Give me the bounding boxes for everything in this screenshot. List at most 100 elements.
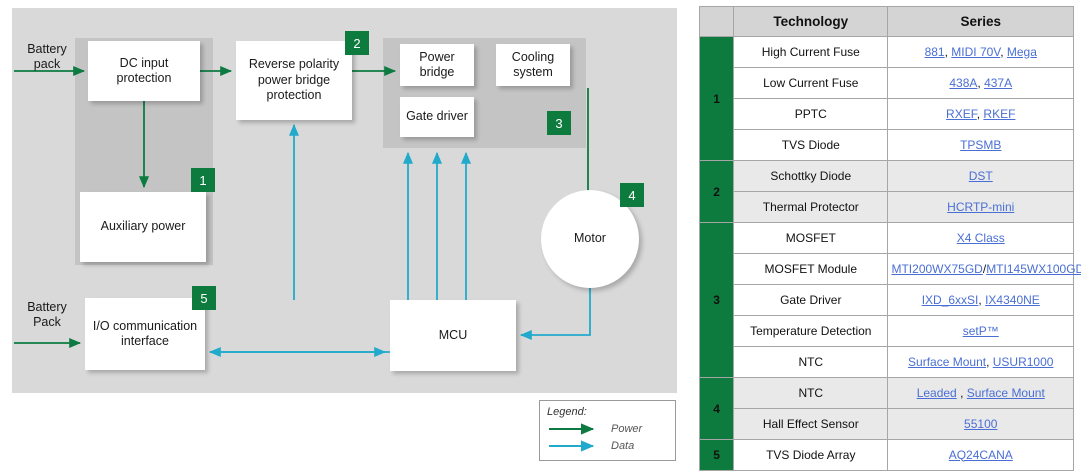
- series-cell: MTI200WX75GD/MTI145WX100GD: [887, 253, 1081, 285]
- series-link[interactable]: X4 Class: [956, 230, 1005, 245]
- technology-cell: Gate Driver: [733, 284, 889, 316]
- label-battery-pack-bottom: Battery Pack: [27, 300, 67, 329]
- technology-cell: TVS Diode Array: [733, 439, 889, 471]
- technology-cell: TVS Diode: [733, 129, 889, 161]
- series-link[interactable]: Mega: [1006, 44, 1037, 59]
- series-link[interactable]: 438A: [949, 75, 978, 90]
- series-cell: TPSMB: [887, 129, 1074, 161]
- series-cell: IXD_6xxSI, IX4340NE: [887, 284, 1074, 316]
- badge-1[interactable]: 1: [191, 168, 215, 192]
- data-arrow-icon: [549, 439, 595, 452]
- series-cell: setP™: [887, 315, 1074, 347]
- table-row: TVS Diode TPSMB: [700, 129, 1074, 161]
- node-cooling-system[interactable]: Cooling system: [496, 44, 570, 86]
- series-link[interactable]: Leaded: [916, 385, 957, 400]
- header-number: [698, 6, 735, 37]
- series-separator: ,: [977, 75, 985, 90]
- series-separator: /: [982, 261, 987, 276]
- series-link[interactable]: DST: [968, 168, 993, 183]
- table-row: Thermal Protector HCRTP-mini: [700, 191, 1074, 223]
- badge-4[interactable]: 4: [620, 183, 644, 207]
- series-cell: Leaded , Surface Mount: [887, 377, 1074, 409]
- technology-cell: NTC: [733, 377, 889, 409]
- series-cell: DST: [887, 160, 1074, 192]
- legend-row-power: Power: [547, 420, 668, 437]
- series-link[interactable]: MIDI 70V: [951, 44, 1001, 59]
- node-gate-driver[interactable]: Gate driver: [400, 97, 474, 137]
- node-mcu[interactable]: MCU: [390, 300, 516, 371]
- series-link[interactable]: MTI200WX75GD: [891, 261, 983, 276]
- series-link[interactable]: IXD_6xxSI: [921, 292, 979, 307]
- group-number-cell: 5: [698, 439, 735, 471]
- series-link[interactable]: IX4340NE: [985, 292, 1040, 307]
- series-cell: HCRTP-mini: [887, 191, 1074, 223]
- series-link[interactable]: HCRTP-mini: [947, 199, 1015, 214]
- node-dc-input-protection[interactable]: DC input protection: [88, 41, 200, 101]
- series-link[interactable]: USUR1000: [992, 354, 1054, 369]
- series-cell: 438A, 437A: [887, 67, 1074, 99]
- legend-power-label: Power: [611, 422, 643, 435]
- node-power-bridge[interactable]: Power bridge: [400, 44, 474, 86]
- legend-data-label: Data: [611, 439, 635, 452]
- badge-3[interactable]: 3: [547, 111, 571, 135]
- technology-cell: MOSFET: [733, 222, 889, 254]
- group-number-cell: 2: [698, 160, 735, 223]
- series-cell: Surface Mount, USUR1000: [887, 346, 1074, 378]
- power-arrow-icon: [549, 422, 595, 435]
- technology-cell: MOSFET Module: [733, 253, 889, 285]
- block-diagram: DC input protection Auxiliary power Reve…: [12, 8, 677, 461]
- node-auxiliary-power[interactable]: Auxiliary power: [80, 192, 206, 262]
- label-battery-pack-top: Battery pack: [27, 42, 67, 71]
- series-link[interactable]: Surface Mount: [908, 354, 987, 369]
- series-link[interactable]: RXEF: [946, 106, 977, 121]
- legend-row-data: Data: [547, 437, 668, 454]
- series-cell: AQ24CANA: [887, 439, 1074, 471]
- series-cell: 55100: [887, 408, 1074, 440]
- legend-title: Legend:: [547, 406, 587, 418]
- badge-5[interactable]: 5: [192, 286, 216, 310]
- series-link[interactable]: 55100: [964, 416, 998, 431]
- table-header-row: Technology Series: [698, 6, 1074, 37]
- series-cell: 881, MIDI 70V, Mega: [887, 36, 1074, 68]
- legend-box: Legend: Power Data: [539, 400, 676, 461]
- series-separator: ,: [976, 106, 984, 121]
- technology-cell: Thermal Protector: [733, 191, 889, 223]
- series-link[interactable]: MTI145WX100GD: [986, 261, 1081, 276]
- series-link[interactable]: 881: [924, 44, 945, 59]
- series-link[interactable]: setP™: [962, 323, 999, 338]
- technology-cell: PPTC: [733, 98, 889, 130]
- series-link[interactable]: TPSMB: [960, 137, 1002, 152]
- group-number-cell: 4: [698, 377, 735, 440]
- series-link[interactable]: Surface Mount: [966, 385, 1045, 400]
- technology-cell: High Current Fuse: [733, 36, 889, 68]
- header-technology: Technology: [733, 6, 889, 37]
- series-link[interactable]: AQ24CANA: [948, 447, 1013, 462]
- series-separator: ,: [956, 385, 967, 400]
- badge-2[interactable]: 2: [345, 31, 369, 55]
- technology-cell: Low Current Fuse: [733, 67, 889, 99]
- series-cell: RXEF, RKEF: [887, 98, 1074, 130]
- series-separator: ,: [944, 44, 952, 59]
- node-io-communication-interface[interactable]: I/O communication interface: [85, 298, 205, 370]
- group-number-cell: 3: [698, 222, 735, 378]
- node-reverse-polarity-protection[interactable]: Reverse polarity power bridge protection: [236, 41, 352, 120]
- series-link[interactable]: RKEF: [983, 106, 1016, 121]
- technology-cell: NTC: [733, 346, 889, 378]
- series-separator: ,: [986, 354, 993, 369]
- series-link[interactable]: 437A: [984, 75, 1013, 90]
- header-series: Series: [887, 6, 1074, 37]
